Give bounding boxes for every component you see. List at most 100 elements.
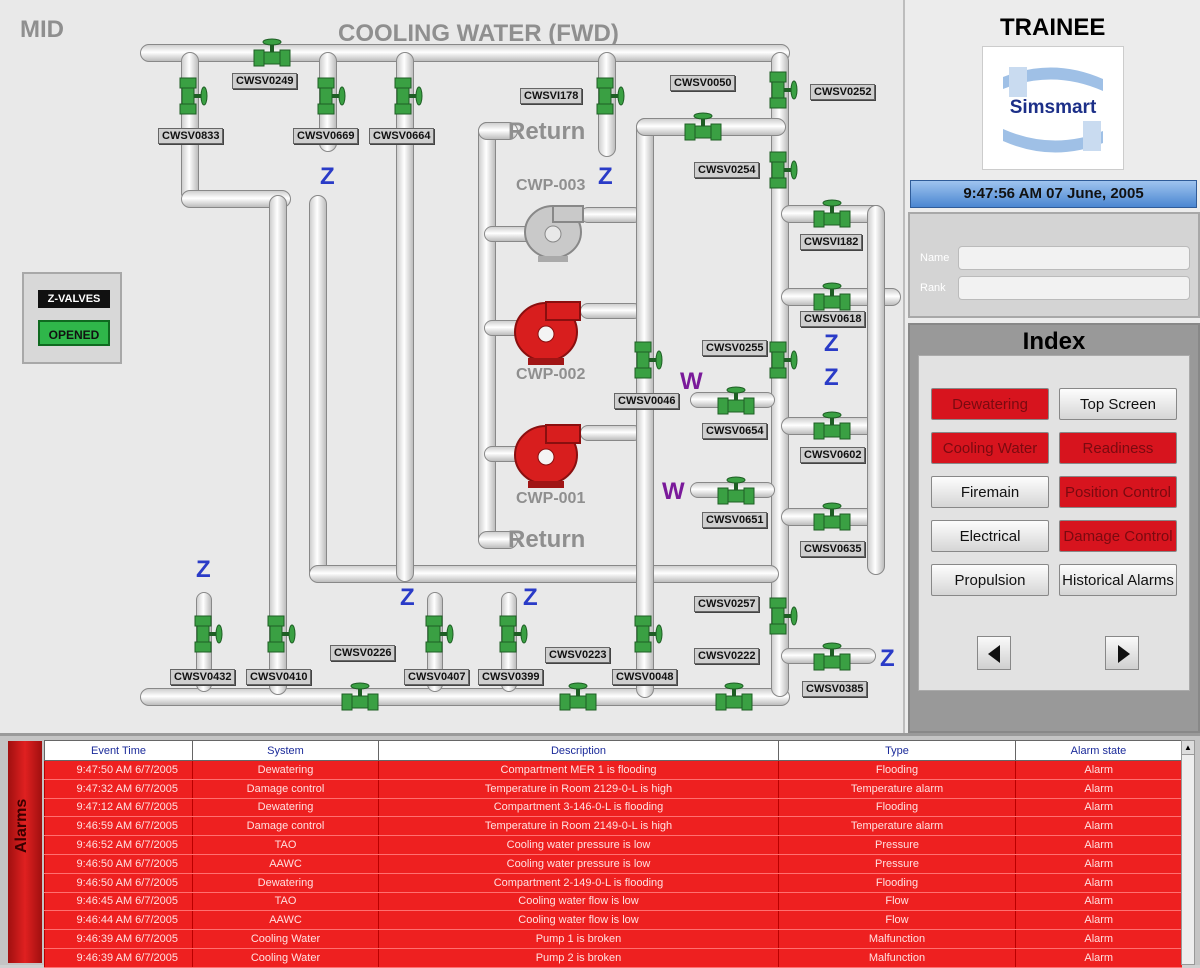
pump-label-cwp-003: CWP-003 — [516, 177, 586, 194]
valve-cwsvi178[interactable] — [593, 76, 625, 116]
valve-cwsv0226[interactable] — [340, 682, 380, 712]
valve-tag-cwsv0249: CWSV0249 — [232, 73, 298, 89]
valve-cwsv0407[interactable] — [422, 614, 454, 654]
valve-cwsv0410[interactable] — [264, 614, 296, 654]
valve-cwsv0432[interactable] — [191, 614, 223, 654]
valve-cwsv0046[interactable] — [631, 340, 663, 380]
index-button-readiness[interactable]: Readiness — [1059, 432, 1177, 464]
alarm-scrollbar[interactable]: ▲ — [1181, 740, 1195, 965]
valve-cwsv0223[interactable] — [558, 682, 598, 712]
pump-cwp-002[interactable] — [512, 292, 584, 368]
valve-cwsv0385[interactable] — [812, 642, 852, 672]
valve-cwsv0635[interactable] — [812, 502, 852, 532]
alarm-event-time: 9:47:12 AM 6/7/2005 — [44, 798, 193, 818]
valve-cwsv0222[interactable] — [714, 682, 754, 712]
valve-cwsv0255[interactable] — [766, 340, 798, 380]
alarm-type: Malfunction — [778, 948, 1016, 968]
index-button-position-control[interactable]: Position Control — [1059, 476, 1177, 508]
valve-cwsv0048[interactable] — [631, 614, 663, 654]
valve-cwsv0257[interactable] — [766, 596, 798, 636]
alarm-description: Compartment 3-146-0-L is flooding — [378, 798, 779, 818]
alarm-description: Cooling water flow is low — [378, 910, 779, 931]
valve-cwsvi182[interactable] — [812, 199, 852, 229]
valve-cwsv0618[interactable] — [812, 282, 852, 312]
alarm-state: Alarm — [1015, 929, 1182, 949]
alarm-state: Alarm — [1015, 948, 1182, 968]
alarm-type: Temperature alarm — [778, 779, 1016, 799]
rank-input[interactable] — [958, 276, 1190, 300]
valve-cwsv0833[interactable] — [176, 76, 208, 116]
index-panel: Index Dewatering Top Screen Cooling Wate… — [908, 323, 1200, 733]
index-button-electrical[interactable]: Electrical — [931, 520, 1049, 552]
column-header-event-time[interactable]: Event Time — [44, 740, 193, 761]
page-title: COOLING WATER (FWD) — [338, 20, 619, 47]
pump-cwp-003[interactable] — [520, 196, 586, 266]
valve-tag-cwsv0664: CWSV0664 — [369, 128, 435, 144]
valve-cwsv0399[interactable] — [496, 614, 528, 654]
alarm-state: Alarm — [1015, 760, 1182, 780]
index-button-cooling-water[interactable]: Cooling Water — [931, 432, 1049, 464]
cooling-water-mimic: MID COOLING WATER (FWD) — [0, 0, 905, 733]
alarms-side-tab[interactable]: Alarms — [8, 741, 42, 963]
valve-cwsv0654[interactable] — [716, 386, 756, 416]
pipe-mid-cross — [309, 565, 779, 583]
index-button-dewatering[interactable]: Dewatering — [931, 388, 1049, 420]
z-valves-state-button[interactable]: OPENED — [38, 320, 110, 346]
valve-cwsv0050[interactable] — [683, 112, 723, 142]
next-page-button[interactable] — [1105, 636, 1139, 670]
valve-tag-cwsv0654: CWSV0654 — [702, 423, 768, 439]
alarm-state: Alarm — [1015, 892, 1182, 912]
valve-tag-cwsv0618: CWSV0618 — [800, 311, 866, 327]
pipe-right-loop — [867, 205, 885, 575]
valve-cwsv0252[interactable] — [766, 70, 798, 110]
logo-text: Simsmart — [1009, 97, 1097, 118]
alarm-state: Alarm — [1015, 779, 1182, 799]
pipe-pump2-discharge — [580, 303, 642, 319]
valve-cwsv0669[interactable] — [314, 76, 346, 116]
valve-tag-cwsv0252: CWSV0252 — [810, 84, 876, 100]
valve-cwsv0602[interactable] — [812, 411, 852, 441]
valve-cwsv0249[interactable] — [252, 38, 292, 68]
valve-cwsv0664[interactable] — [391, 76, 423, 116]
alarms-side-label: Alarms — [13, 798, 30, 853]
pump-label-cwp-001: CWP-001 — [516, 490, 586, 507]
index-button-top-screen[interactable]: Top Screen — [1059, 388, 1177, 420]
alarm-system: Damage control — [192, 779, 379, 799]
prev-page-button[interactable] — [977, 636, 1011, 670]
z-marker: Z — [400, 584, 415, 611]
name-input[interactable] — [958, 246, 1190, 270]
column-header-alarm-state[interactable]: Alarm state — [1015, 740, 1182, 761]
name-label: Name — [920, 252, 950, 264]
valve-cwsv0254[interactable] — [766, 150, 798, 190]
alarm-description: Cooling water pressure is low — [378, 835, 779, 855]
column-header-description[interactable]: Description — [378, 740, 779, 761]
alarm-description: Compartment 2-149-0-L is flooding — [378, 873, 779, 893]
index-button-historical-alarms[interactable]: Historical Alarms — [1059, 564, 1177, 596]
index-button-firemain[interactable]: Firemain — [931, 476, 1049, 508]
scroll-up-icon[interactable]: ▲ — [1182, 741, 1194, 755]
z-marker: Z — [824, 330, 839, 357]
column-header-type[interactable]: Type — [778, 740, 1016, 761]
index-button-propulsion[interactable]: Propulsion — [931, 564, 1049, 596]
rank-label: Rank — [920, 282, 946, 294]
alarm-event-time: 9:46:45 AM 6/7/2005 — [44, 892, 193, 912]
logo-swoosh-icon — [1003, 67, 1103, 153]
index-button-damage-control[interactable]: Damage Control — [1059, 520, 1177, 552]
pipe-top-header — [140, 44, 790, 62]
column-header-system[interactable]: System — [192, 740, 379, 761]
pipe-pump3-discharge — [580, 207, 642, 223]
pump-cwp-001[interactable] — [512, 415, 584, 491]
valve-tag-cwsvi178: CWSVI178 — [520, 88, 583, 104]
valve-cwsv0651[interactable] — [716, 476, 756, 506]
